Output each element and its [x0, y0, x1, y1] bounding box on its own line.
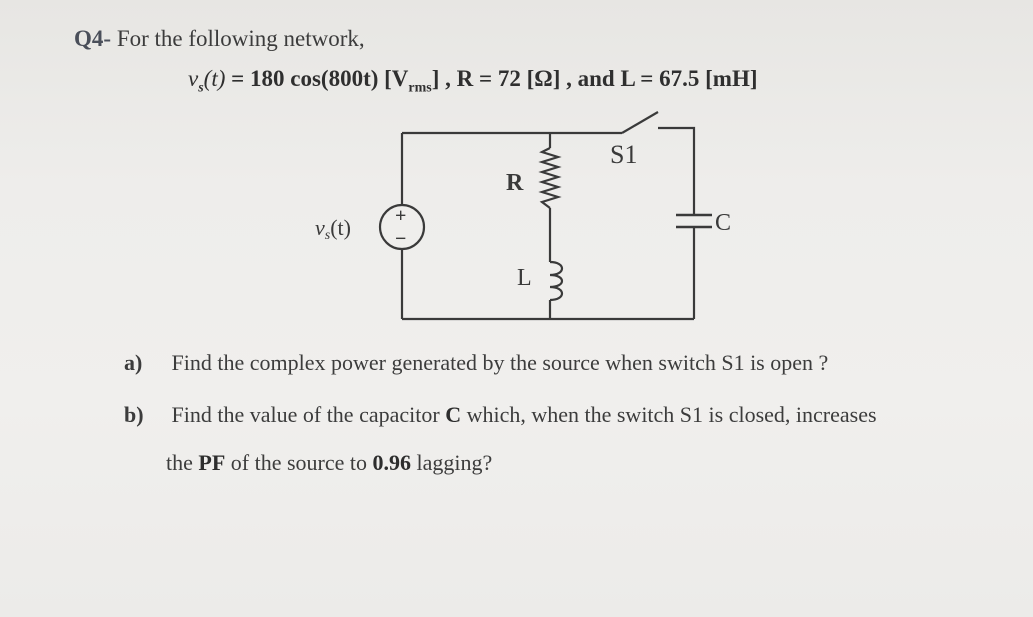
switch-icon — [621, 111, 659, 134]
vs-unit-subscript: rms — [408, 80, 432, 96]
wire-right — [658, 126, 696, 215]
resistance-value: R = 72 [Ω] , — [456, 66, 572, 91]
question-a-text: Find the complex power generated by the … — [171, 350, 829, 375]
inductor-icon — [549, 260, 564, 302]
question-b-capacitor: C — [445, 402, 462, 427]
question-a-label: a) — [124, 350, 143, 375]
question-b-text-2: which, when the switch S1 is closed, inc… — [466, 402, 877, 427]
vs-arg: (t) — [203, 66, 226, 91]
question-b-text-1: Find the value of the capacitor — [171, 402, 440, 427]
given-values: vs(t) = 180 cos(800t) [Vrms] , R = 72 [Ω… — [188, 66, 758, 97]
inductor-label: L — [517, 265, 532, 291]
voltage-source-icon — [378, 203, 426, 251]
question-b-line2-2: of the source to — [230, 450, 368, 475]
question-number: Q4- — [74, 26, 112, 51]
vs-expression: = 180 cos(800t) [V — [231, 66, 409, 91]
vs-symbol: v — [188, 66, 199, 91]
question-intro: For the following network, — [116, 26, 365, 51]
source-label: vs(t) — [315, 215, 351, 243]
question-b-pf-value: 0.96 — [372, 450, 412, 475]
question-b-line2-3: lagging? — [416, 450, 493, 475]
source-plus: + — [395, 205, 406, 227]
question-title: Q4- For the following network, — [74, 26, 365, 52]
question-b-line-2: the PF of the source to 0.96 lagging? — [166, 450, 492, 476]
question-b-line2-1: the — [166, 450, 193, 475]
switch-label: S1 — [610, 140, 637, 169]
question-a: a) Find the complex power generated by t… — [124, 350, 828, 376]
resistor-label: R — [506, 170, 524, 196]
and-word: and — [577, 66, 615, 91]
question-b: b) Find the value of the capacitor C whi… — [124, 402, 877, 428]
source-minus: − — [395, 228, 406, 250]
capacitor-label: C — [715, 210, 731, 236]
question-b-pf: PF — [198, 450, 226, 475]
inductance-value: L = 67.5 [mH] — [620, 66, 758, 91]
vs-subscript: s — [198, 80, 204, 96]
resistor-icon — [538, 147, 562, 209]
vs-close: ] , — [431, 66, 451, 91]
question-b-label: b) — [124, 402, 144, 427]
capacitor-icon — [676, 213, 712, 229]
